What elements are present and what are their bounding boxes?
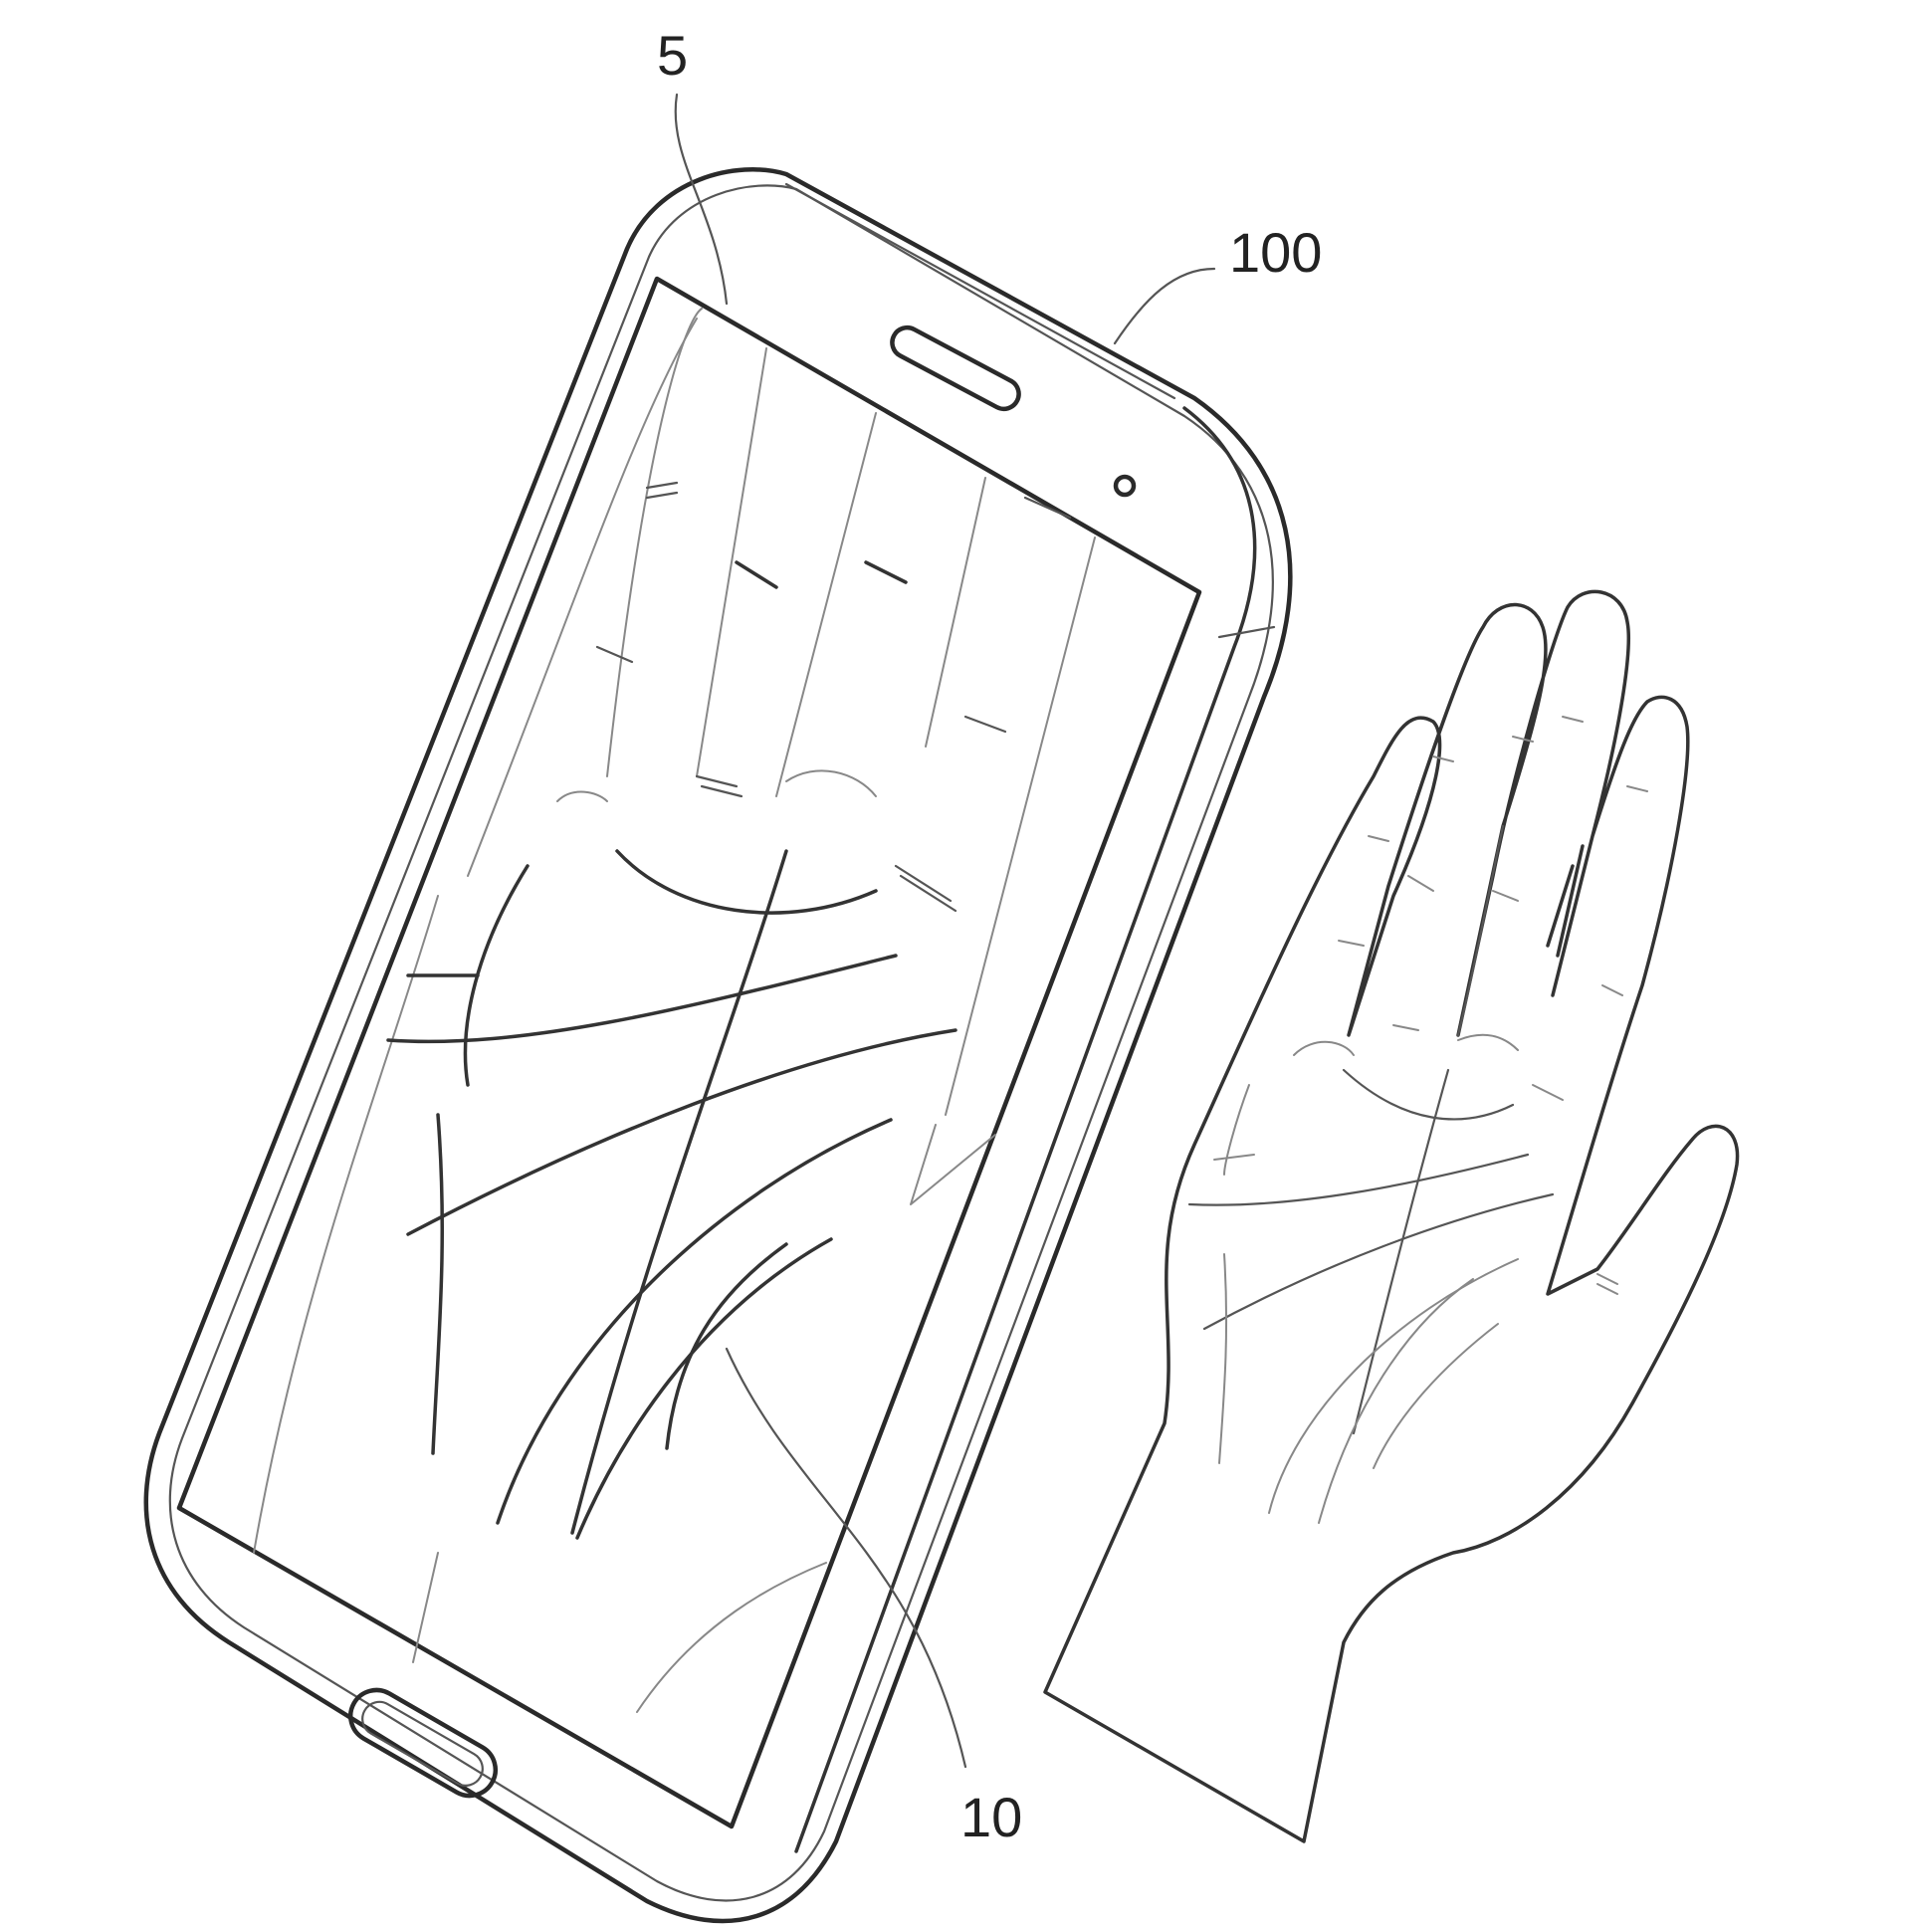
home-button[interactable] bbox=[341, 1680, 506, 1805]
phone-top-edge bbox=[784, 182, 1176, 400]
label-device-ref: 100 bbox=[1229, 221, 1322, 284]
phone-side-edge bbox=[794, 406, 1257, 1853]
earpiece-speaker bbox=[890, 324, 1021, 412]
palm-image-on-screen bbox=[253, 308, 1096, 1713]
leader-line-5 bbox=[674, 93, 729, 306]
hand-outline bbox=[1043, 589, 1740, 1843]
phone-body-outer bbox=[143, 167, 1293, 1924]
phone-side-edge-2 bbox=[1217, 625, 1276, 639]
phone-body-inner bbox=[168, 184, 1274, 1902]
home-button-inner bbox=[361, 1700, 484, 1787]
hand bbox=[1043, 589, 1740, 1843]
smartphone bbox=[143, 167, 1293, 1924]
leader-line-10 bbox=[725, 1347, 967, 1769]
label-screen-ref: 5 bbox=[657, 24, 688, 87]
leader-line-100 bbox=[1113, 267, 1216, 345]
front-camera-icon bbox=[1113, 474, 1137, 498]
phone-screen bbox=[176, 276, 1202, 1829]
reference-leaders bbox=[674, 93, 1216, 1769]
label-palm-ref: 10 bbox=[960, 1786, 1022, 1848]
